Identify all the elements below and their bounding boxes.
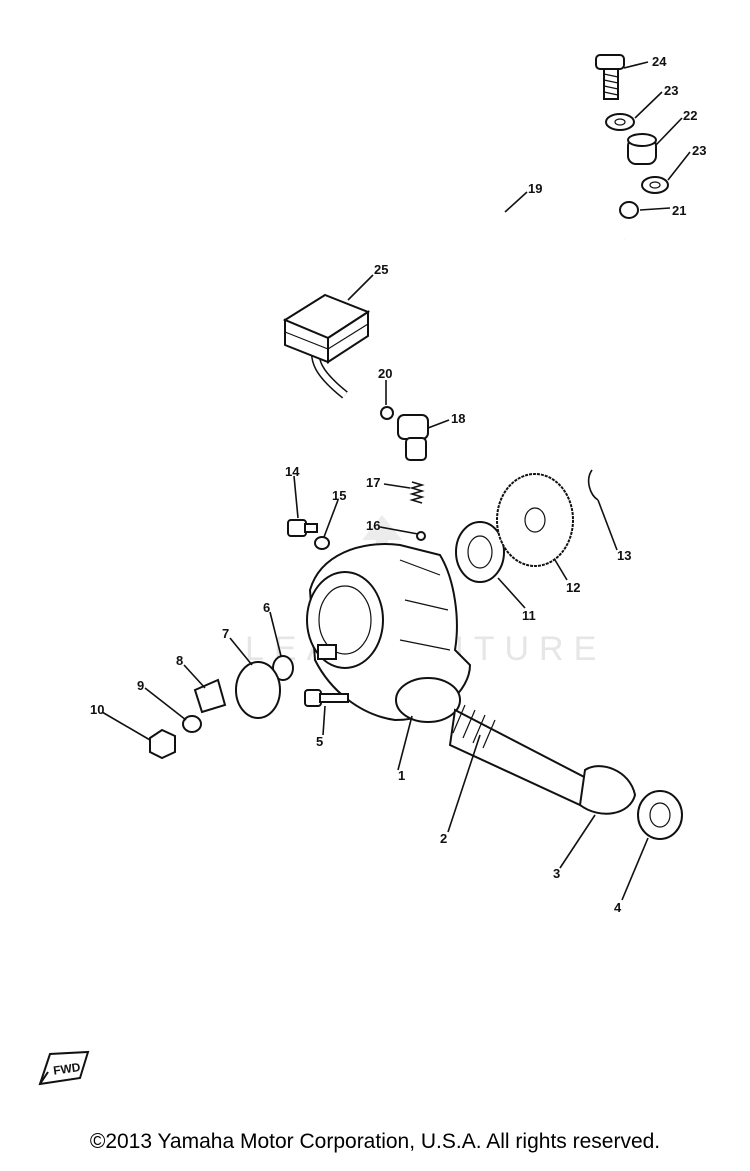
washer-15 (314, 536, 330, 550)
washer-lower (641, 176, 669, 194)
callout-22: 22 (683, 108, 697, 123)
cotter-pin (587, 469, 599, 501)
callout-23-upper: 23 (664, 83, 678, 98)
washer-9 (182, 715, 202, 733)
callout-21: 21 (672, 203, 686, 218)
callout-24: 24 (652, 54, 667, 69)
callout-5: 5 (316, 734, 323, 749)
callout-18: 18 (451, 411, 465, 426)
spring (409, 481, 425, 504)
fwd-arrow-icon: FWD (38, 1050, 90, 1086)
oil-filter (282, 293, 371, 364)
callout-10: 10 (90, 702, 104, 717)
hose-clip (380, 406, 394, 420)
elbow-fitting (397, 414, 429, 461)
callout-15: 15 (332, 488, 346, 503)
callout-25: 25 (374, 262, 388, 277)
callout-2: 2 (440, 831, 447, 846)
bolt-5 (304, 689, 349, 707)
bolt-14 (287, 519, 318, 537)
callout-17: 17 (366, 475, 380, 490)
callout-7: 7 (222, 626, 229, 641)
washer-upper (605, 113, 635, 131)
callout-16: 16 (366, 518, 380, 533)
callout-19: 19 (528, 181, 542, 196)
check-ball (416, 531, 426, 541)
bearing (455, 521, 505, 583)
callout-8: 8 (176, 653, 183, 668)
callout-20: 20 (378, 366, 392, 381)
union-fitting (627, 133, 657, 165)
drive-shaft (395, 677, 683, 840)
fwd-label: FWD (52, 1060, 81, 1078)
pump-gear (496, 473, 574, 567)
plate-7 (235, 661, 281, 719)
callout-3: 3 (553, 866, 560, 881)
callout-23-lower: 23 (692, 143, 706, 158)
banjo-bolt (595, 54, 625, 100)
callout-labels: 1 2 3 4 5 6 7 8 9 10 11 12 13 14 15 16 1… (90, 54, 706, 915)
watermark-icon (362, 515, 402, 560)
nut-10 (149, 728, 176, 760)
oil-pump-body (306, 543, 472, 722)
callout-13: 13 (617, 548, 631, 563)
callout-14: 14 (285, 464, 300, 479)
hose-joint (619, 201, 639, 219)
copyright-notice: ©2013 Yamaha Motor Corporation, U.S.A. A… (89, 1130, 661, 1153)
bracket-8 (193, 678, 227, 714)
callout-1: 1 (398, 768, 405, 783)
leader-lines (101, 61, 691, 901)
callout-6: 6 (263, 600, 270, 615)
callout-4: 4 (614, 900, 622, 915)
callout-9: 9 (137, 678, 144, 693)
callout-11: 11 (522, 608, 536, 623)
oil-hose (310, 159, 628, 399)
callout-12: 12 (566, 580, 580, 595)
